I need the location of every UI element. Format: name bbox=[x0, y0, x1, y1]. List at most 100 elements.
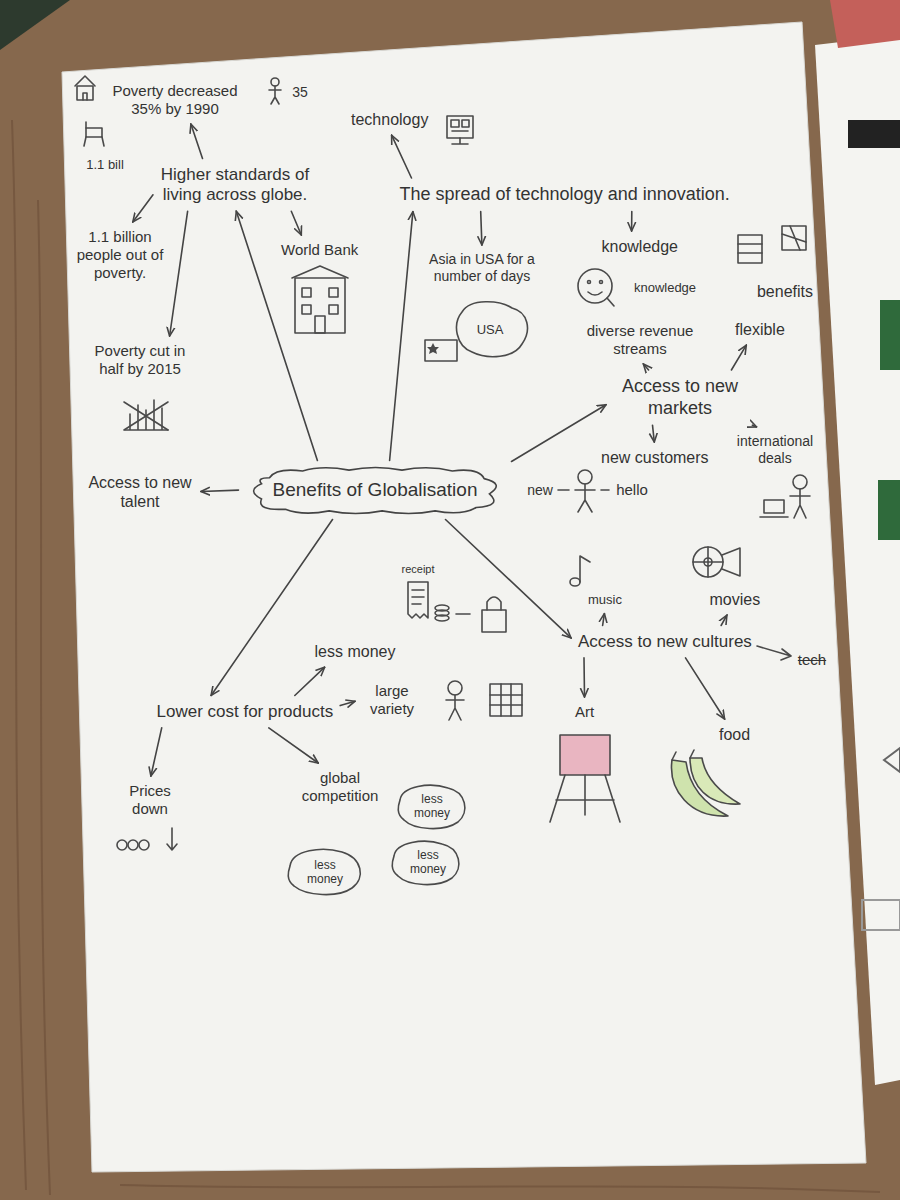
branch-arrow bbox=[390, 212, 413, 461]
branch-arrow bbox=[631, 212, 633, 231]
node-text: global competition bbox=[289, 769, 391, 805]
branch-node: 1.1 billion people out of poverty. bbox=[71, 226, 169, 284]
crossed-arrow bbox=[757, 646, 791, 660]
branch-node: Poverty cut in half by 2015 bbox=[82, 340, 198, 380]
branch-arrow bbox=[392, 135, 412, 178]
branch-arrow bbox=[291, 211, 301, 235]
sketch-icons-part bbox=[760, 516, 788, 518]
sketch-icons-part bbox=[128, 840, 138, 850]
paper-sheet bbox=[62, 22, 866, 1172]
sketch-icons-part bbox=[782, 226, 806, 250]
branch-node: Poverty decreased 35% by 1990 bbox=[102, 80, 248, 120]
sketch-icons-part bbox=[167, 828, 177, 850]
note-label-box: less money bbox=[407, 792, 457, 821]
benefit-boxes bbox=[738, 226, 806, 263]
branch-node: diverse revenue streams bbox=[573, 320, 707, 360]
note-label: receipt bbox=[401, 563, 434, 576]
chair-icon bbox=[84, 122, 104, 146]
note-label: 1.1 bill bbox=[86, 157, 124, 173]
branch-node: knowledge bbox=[599, 235, 682, 258]
branch-node: Lower cost for products bbox=[154, 700, 337, 724]
receipt-icon bbox=[408, 582, 428, 618]
branch-node: Access to new markets bbox=[610, 374, 750, 421]
sketch-icons-part bbox=[790, 489, 810, 518]
branch-node: global competition bbox=[286, 767, 394, 807]
sketch-icons-part bbox=[448, 681, 462, 695]
note-label-box: tech bbox=[798, 651, 826, 669]
red-folder bbox=[830, 0, 900, 48]
branch-arrow bbox=[512, 405, 607, 462]
sketch-icons-part bbox=[295, 278, 345, 333]
knowledge-face bbox=[578, 269, 614, 306]
sketch-icons-part bbox=[575, 484, 595, 512]
branch-node: less money bbox=[312, 640, 399, 663]
node-text: diverse revenue streams bbox=[576, 322, 704, 358]
note-label: knowledge bbox=[634, 280, 696, 296]
sketch-icons-part bbox=[490, 684, 522, 716]
note-label-box: less money bbox=[300, 858, 350, 887]
sketch-icons-part bbox=[690, 758, 740, 804]
flag-icon bbox=[425, 340, 457, 361]
note-label-box: less money bbox=[403, 848, 453, 877]
node-text: Poverty cut in half by 2015 bbox=[85, 342, 195, 378]
branch-node: The spread of technology and innovation. bbox=[397, 182, 733, 208]
sketch-icons-part bbox=[722, 548, 740, 576]
sketch-icons-part bbox=[446, 695, 464, 720]
node-text: Access to new talent bbox=[86, 473, 194, 511]
note-label-box: 35 bbox=[292, 84, 308, 101]
branch-arrow bbox=[643, 364, 648, 370]
node-text: new customers bbox=[601, 448, 709, 467]
sketch-icons-part bbox=[558, 489, 609, 491]
note-label-box: hello bbox=[616, 481, 648, 499]
sketch-icons-part bbox=[578, 470, 592, 484]
note-label: new bbox=[527, 482, 553, 499]
worksheet-blocks-part bbox=[878, 480, 900, 540]
branch-arrow bbox=[211, 520, 332, 696]
node-text: 1.1 billion people out of poverty. bbox=[74, 228, 166, 282]
worksheet-blocks bbox=[848, 120, 900, 930]
sketch-icons-part bbox=[435, 605, 449, 611]
node-text: World Bank bbox=[281, 241, 358, 259]
branch-arrow bbox=[201, 490, 239, 491]
branch-node: large variety bbox=[359, 680, 425, 720]
sketch-icons-part bbox=[782, 226, 806, 250]
node-text: technology bbox=[351, 110, 428, 129]
sketch-icons-part bbox=[292, 266, 348, 278]
sketch-icons-part bbox=[425, 340, 457, 361]
sketch-icons-part bbox=[83, 93, 87, 100]
worksheet-blocks-part bbox=[862, 900, 900, 930]
note-label: benefits bbox=[757, 282, 813, 301]
branch-arrow bbox=[731, 345, 746, 370]
sketch-icons-part bbox=[738, 235, 762, 263]
wood-grain-part bbox=[120, 1185, 880, 1192]
node-text: knowledge bbox=[602, 237, 679, 256]
node-text: movies bbox=[710, 590, 761, 609]
node-text: flexible bbox=[735, 320, 785, 339]
node-text: Asia in USA for a number of days bbox=[424, 251, 540, 285]
sketch-icons-part bbox=[427, 343, 439, 354]
cloud-outline-path bbox=[253, 467, 496, 513]
sketch-icons-part bbox=[793, 475, 807, 489]
sketch-icons-part bbox=[139, 840, 149, 850]
sketch-icons-part bbox=[693, 547, 723, 577]
sketch-icons-part bbox=[487, 597, 501, 610]
sketch-icons-part bbox=[570, 578, 580, 586]
branch-node: Prices down bbox=[117, 780, 183, 820]
note-label: hello bbox=[616, 481, 648, 499]
sketch-icons-part bbox=[550, 775, 620, 822]
sketch-icons-part bbox=[452, 131, 468, 144]
note-label: 35 bbox=[292, 84, 308, 101]
lock-icon bbox=[482, 597, 506, 632]
branch-node: technology bbox=[348, 108, 431, 131]
node-text: food bbox=[719, 725, 750, 744]
film-reel bbox=[693, 547, 740, 577]
branch-node: Access to new talent bbox=[83, 471, 197, 513]
sketch-icons-part bbox=[329, 288, 338, 297]
node-text: Access to new cultures bbox=[578, 632, 752, 652]
node-text: Access to new markets bbox=[613, 376, 747, 419]
sketch-icons-part bbox=[125, 400, 168, 430]
